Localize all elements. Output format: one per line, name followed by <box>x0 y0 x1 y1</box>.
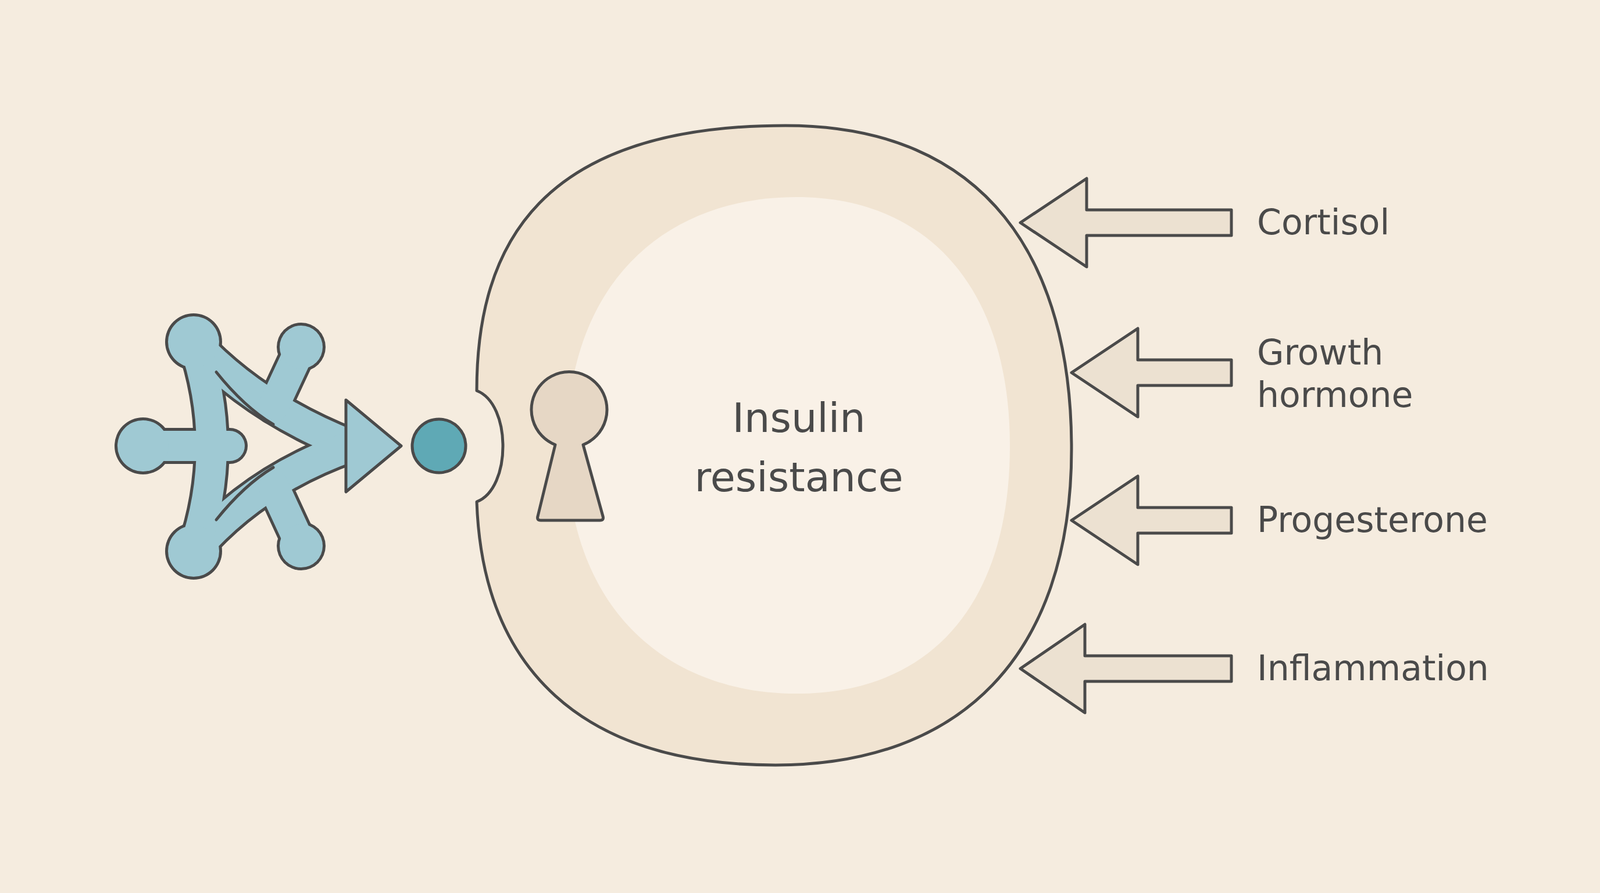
insulin-ligand-dot <box>412 419 466 473</box>
factor-arrow <box>1071 328 1232 417</box>
receptor-keyhole <box>531 372 607 521</box>
molecule-lobe <box>168 525 220 577</box>
factor-arrow <box>1020 178 1232 267</box>
factor-arrow <box>1071 476 1232 565</box>
cell-shape <box>465 116 1082 780</box>
factor-label: Growth hormone <box>1256 331 1455 417</box>
factor-label: Cortisol <box>1256 201 1560 244</box>
cell-outline <box>476 125 1072 766</box>
insulin-molecule <box>114 313 402 580</box>
factor-arrow <box>1020 624 1232 713</box>
molecule-detail-line <box>216 467 274 520</box>
molecule-lobe <box>168 316 220 368</box>
factor-label: Progesterone <box>1256 498 1560 542</box>
cell-interior <box>566 197 1010 694</box>
molecule-lobe-outline <box>114 417 172 475</box>
molecule-arrowhead <box>345 400 402 492</box>
molecule-detail-line <box>216 372 274 425</box>
cell-node: Insulin resistance <box>465 116 1082 780</box>
factor-label: Inflammation <box>1256 647 1560 690</box>
molecule-lobe <box>117 420 169 472</box>
molecule-lobe <box>279 524 323 568</box>
molecule-lobe <box>279 325 323 369</box>
node-label: Insulin resistance <box>665 388 933 507</box>
